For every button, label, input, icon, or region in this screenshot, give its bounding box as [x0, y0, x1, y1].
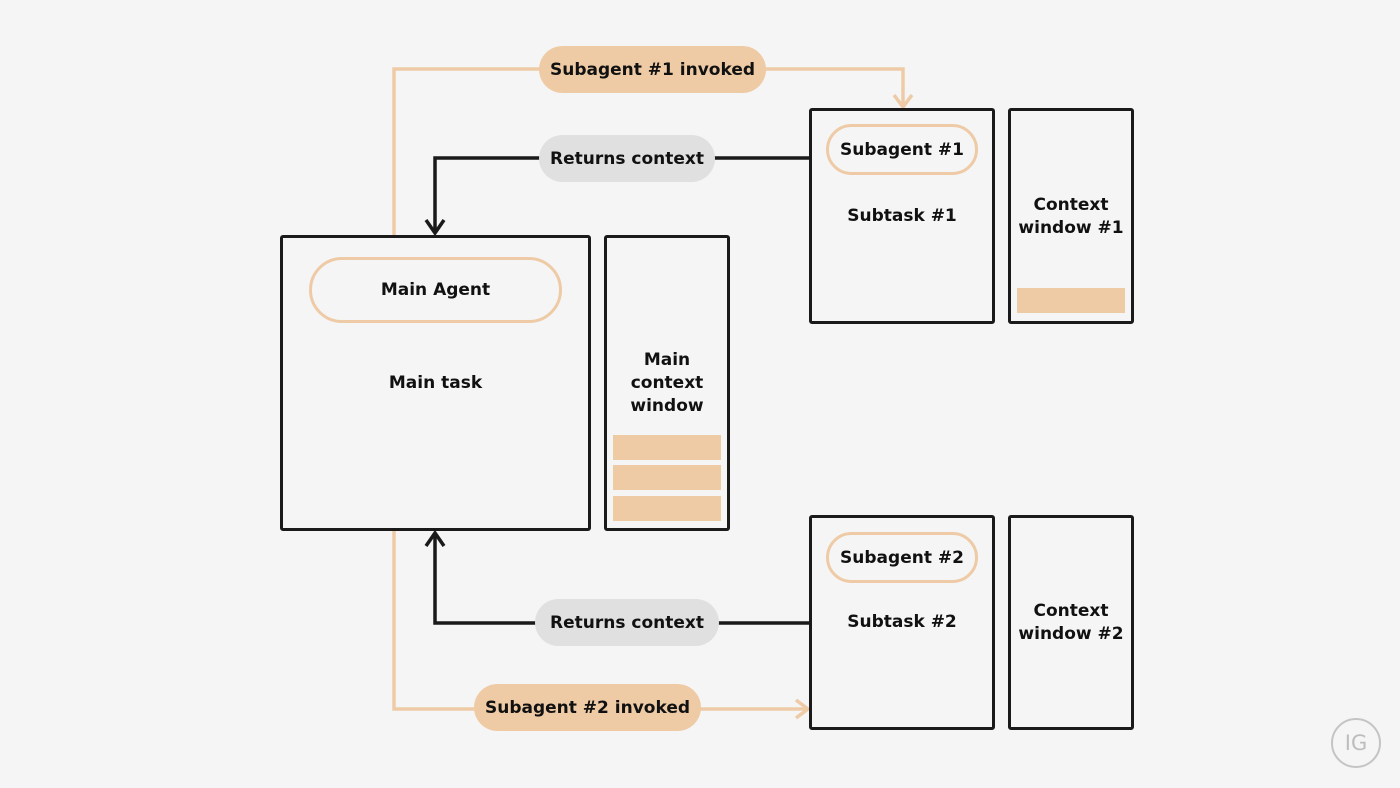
- context-window-1-block: [1017, 288, 1125, 313]
- main-context-block: [613, 496, 721, 521]
- subtask-2-label: Subtask #2: [847, 612, 957, 632]
- context-window-1-label: Context window #1: [1008, 194, 1134, 240]
- invoke-subagent-1-arrowhead: [892, 93, 914, 110]
- main-context-label-line3: window: [630, 396, 704, 416]
- returns-context-2-pill: Returns context: [535, 599, 719, 646]
- context-window-2-label: Context window #2: [1008, 600, 1134, 646]
- main-context-window-label: Main context window: [604, 349, 730, 418]
- main-agent-label: Main Agent: [380, 280, 491, 300]
- context-window-1-label-line1: Context: [1033, 195, 1109, 215]
- subtask-1-label: Subtask #1: [847, 206, 957, 226]
- returns-context-2-label: Returns context: [550, 612, 704, 633]
- return-subagent-2-arrowhead: [424, 529, 446, 547]
- subagent-2-invoked-pill: Subagent #2 invoked: [474, 684, 701, 731]
- main-context-label-line2: context: [630, 373, 704, 393]
- main-task-label: Main task: [388, 373, 483, 393]
- subagent-2-label: Subagent #2: [840, 547, 964, 568]
- context-window-2-box: [1008, 515, 1134, 730]
- main-context-block: [613, 465, 721, 490]
- subagent-1-label: Subagent #1: [840, 139, 964, 160]
- main-context-label-line1: Main: [643, 350, 691, 370]
- subagent-1-invoked-pill: Subagent #1 invoked: [539, 46, 766, 93]
- context-window-1-label-line2: window #1: [1018, 218, 1124, 238]
- context-window-2-label-line1: Context: [1033, 601, 1109, 621]
- invoke-subagent-2-arrowhead: [794, 698, 811, 720]
- watermark-text: IG: [1344, 731, 1368, 755]
- main-agent-pill: Main Agent: [309, 257, 562, 323]
- subagent-1-pill: Subagent #1: [826, 124, 978, 175]
- subagent-2-invoked-label: Subagent #2 invoked: [484, 697, 691, 718]
- context-window-2-label-line2: window #2: [1018, 624, 1124, 644]
- subagent-1-invoked-label: Subagent #1 invoked: [549, 59, 756, 80]
- subagent-2-pill: Subagent #2: [826, 532, 978, 583]
- return-subagent-1-arrowhead: [424, 219, 446, 237]
- main-context-block: [613, 435, 721, 460]
- returns-context-1-pill: Returns context: [539, 135, 715, 182]
- watermark-logo: IG: [1331, 718, 1381, 768]
- returns-context-1-label: Returns context: [550, 148, 704, 169]
